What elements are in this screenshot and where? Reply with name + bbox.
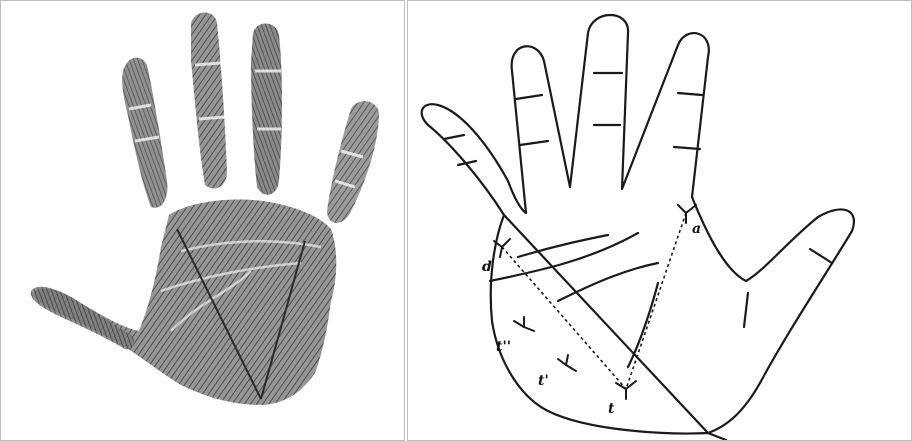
- palm-print-thumb: [31, 287, 134, 350]
- palm-print-index-finger: [327, 101, 379, 223]
- palm-print-panel: [0, 0, 405, 441]
- triradius-t: [616, 381, 636, 399]
- palm-print-image: [1, 1, 404, 440]
- triradius-t-double-prime: [514, 317, 534, 331]
- hand-finger-creases: [444, 73, 832, 327]
- hand-outline: [422, 15, 854, 440]
- hand-diagram-panel: a d t t' t'': [407, 0, 912, 441]
- palm-print-middle-finger: [251, 23, 282, 194]
- hand-diagram: a d t t' t'': [408, 1, 911, 440]
- triradius-t-prime: [558, 355, 576, 371]
- palm-print-ring-finger: [191, 13, 227, 189]
- label-t-prime: t': [538, 373, 549, 389]
- palm-print-little-finger: [122, 58, 167, 208]
- hand-palm-creases: [490, 233, 658, 367]
- label-d: d: [482, 259, 492, 275]
- label-a: a: [692, 221, 701, 237]
- atd-dashed-lines: [502, 213, 686, 389]
- triradius-d: [494, 239, 510, 257]
- label-t-double-prime: t'': [496, 339, 511, 355]
- label-t: t: [608, 401, 615, 417]
